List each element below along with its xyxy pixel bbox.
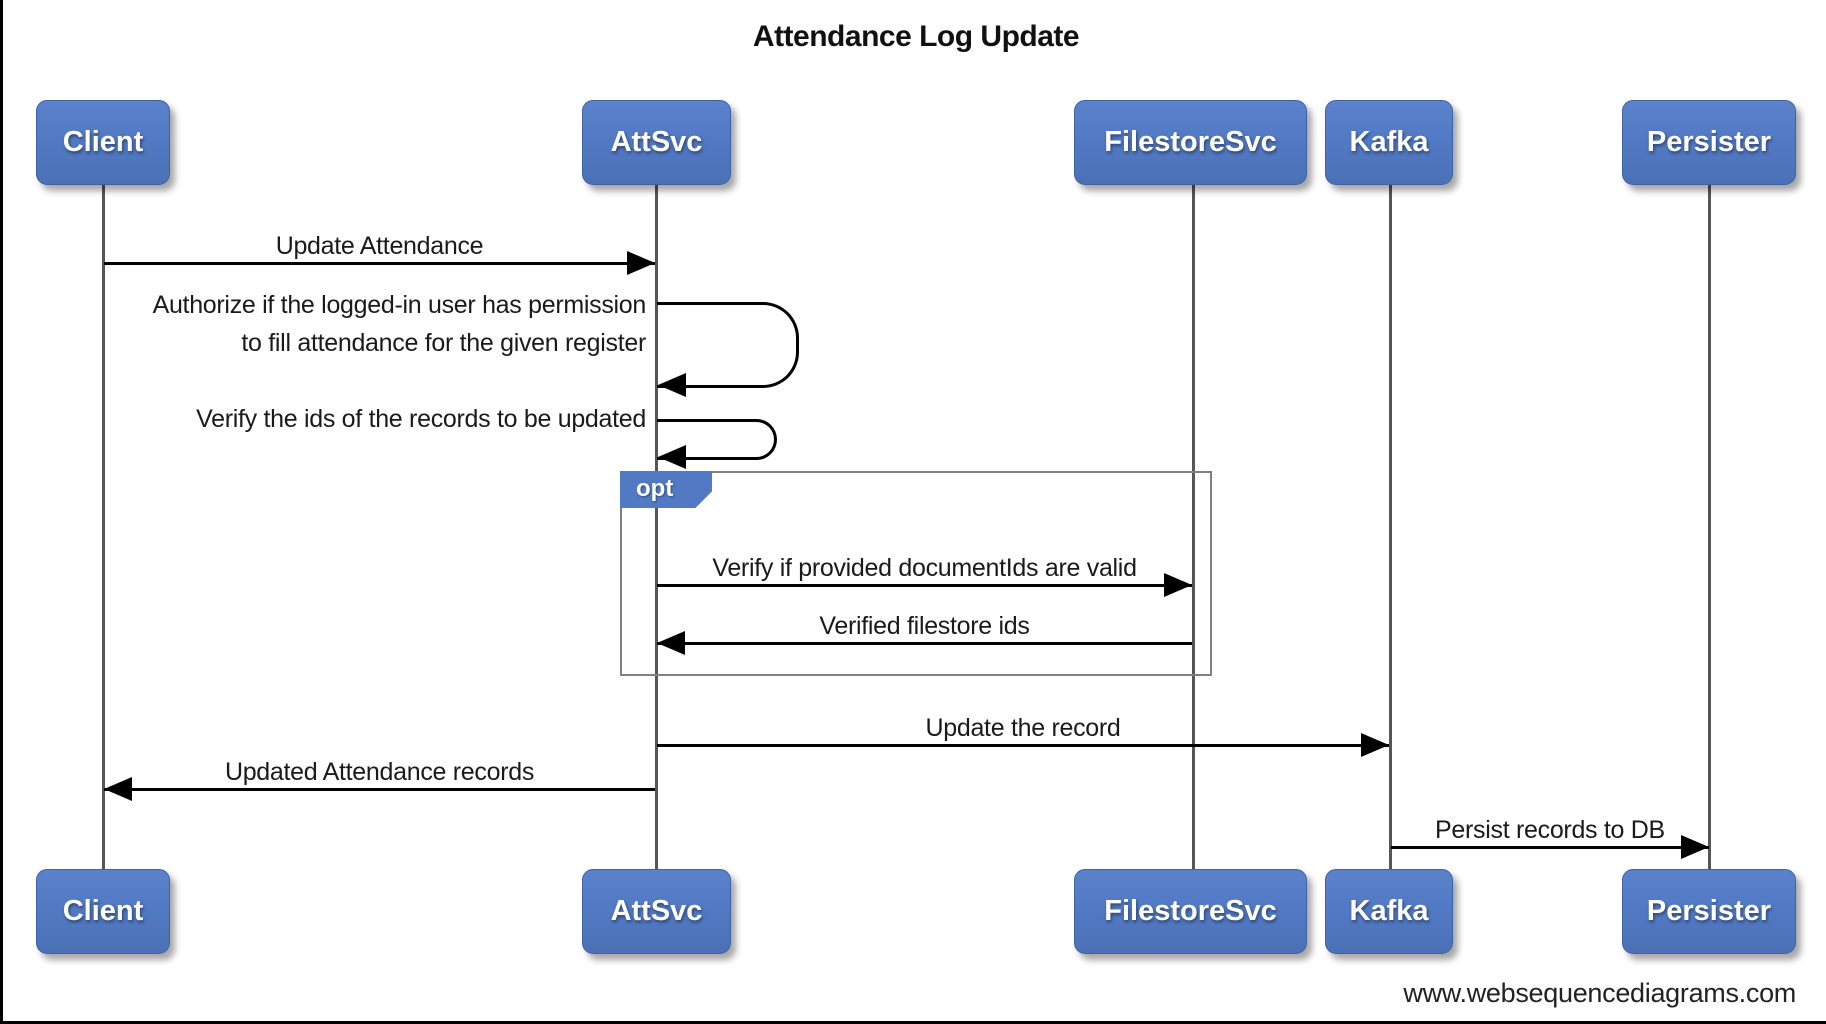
self-loop-authorize bbox=[657, 302, 799, 388]
actor-bottom-client: Client bbox=[36, 869, 170, 954]
websequencediagrams-link[interactable]: www.websequencediagrams.com bbox=[1403, 978, 1796, 1008]
arrowhead-left-icon bbox=[657, 631, 685, 655]
actor-top-attsvc: AttSvc bbox=[582, 100, 731, 185]
arrowhead-left-icon bbox=[104, 777, 132, 801]
actor-top-client: Client bbox=[36, 100, 170, 185]
arrow-line bbox=[657, 642, 1192, 645]
actor-bottom-attsvc: AttSvc bbox=[582, 869, 731, 954]
arrowhead-right-icon bbox=[1164, 573, 1192, 597]
arrow-line bbox=[657, 744, 1389, 747]
arrowhead-left-icon bbox=[658, 445, 686, 469]
arrow-line bbox=[1391, 846, 1709, 849]
message-label-verified-filestore-ids: Verified filestore ids bbox=[819, 612, 1030, 640]
message-label-update-attendance: Update Attendance bbox=[275, 232, 484, 260]
actor-bottom-filestoresvc: FilestoreSvc bbox=[1074, 869, 1307, 954]
fragment-opt-label: opt bbox=[620, 471, 712, 508]
diagram-title: Attendance Log Update bbox=[752, 20, 1080, 53]
message-label-update-record: Update the record bbox=[925, 714, 1121, 742]
lifeline-filestoresvc bbox=[1192, 183, 1195, 870]
lifeline-kafka bbox=[1389, 183, 1392, 870]
fragment-opt-box bbox=[620, 471, 1212, 676]
arrowhead-right-icon bbox=[1681, 835, 1709, 859]
self-loop-verify-ids bbox=[657, 419, 777, 460]
lifeline-attsvc bbox=[655, 183, 658, 870]
arrowhead-left-icon bbox=[658, 373, 686, 397]
actor-top-persister: Persister bbox=[1622, 100, 1796, 185]
arrow-line bbox=[104, 788, 655, 791]
message-label-verify-ids: Verify the ids of the records to be upda… bbox=[196, 405, 646, 433]
lifeline-persister bbox=[1708, 183, 1711, 870]
arrowhead-right-icon bbox=[627, 251, 655, 275]
message-label-verify-documentids: Verify if provided documentIds are valid bbox=[712, 554, 1137, 582]
message-label-authorize: Authorize if the logged-in user has perm… bbox=[152, 291, 647, 357]
arrowhead-right-icon bbox=[1361, 733, 1389, 757]
message-label-updated-attendance: Updated Attendance records bbox=[224, 758, 535, 786]
actor-top-filestoresvc: FilestoreSvc bbox=[1074, 100, 1307, 185]
actor-bottom-kafka: Kafka bbox=[1325, 869, 1453, 954]
message-label-persist-records: Persist records to DB bbox=[1435, 816, 1665, 844]
actor-top-kafka: Kafka bbox=[1325, 100, 1453, 185]
actor-bottom-persister: Persister bbox=[1622, 869, 1796, 954]
arrow-line bbox=[657, 584, 1192, 587]
lifeline-client bbox=[102, 183, 105, 870]
arrow-line bbox=[104, 262, 655, 265]
